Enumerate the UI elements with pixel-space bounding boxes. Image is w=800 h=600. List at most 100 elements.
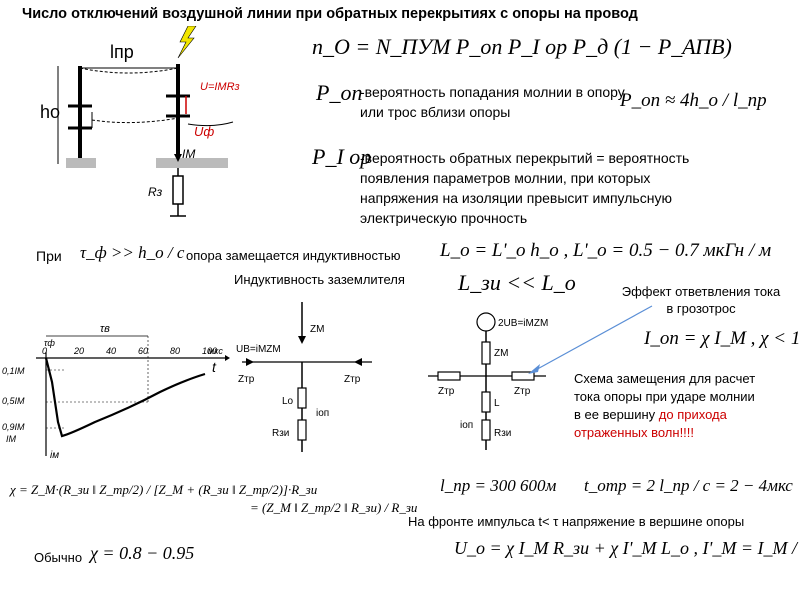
p-ior-desc-line-3: напряжения на изоляции превысит импульсн…: [360, 190, 672, 206]
im-arrow-icon: [174, 154, 182, 162]
level-label-2: 0,5IM: [2, 396, 25, 406]
waveform-tick-label: 20: [73, 346, 84, 356]
uf-label: Uф: [194, 124, 214, 139]
i-axis-label: iм: [50, 450, 59, 461]
p-ior-desc-line: -вероятность обратных перекрытий = вероя…: [360, 150, 690, 166]
c1-ztr-left: Zтр: [238, 374, 255, 385]
iop-formula: I_оп = χ I_M , χ < 1: [644, 328, 800, 349]
arrow-down-icon: [298, 336, 306, 344]
effect-label: Эффект ответвления тока в грозотрос: [612, 283, 790, 317]
scheme-line-3: в ее вершину до прихода: [574, 406, 755, 424]
tau-f-label: τф: [44, 338, 55, 348]
waveform-ticks: 0 20 40 60 80 100: [42, 346, 217, 356]
lzi-formula: L_зи << L_o: [458, 270, 576, 295]
conductor-line: [91, 117, 179, 124]
page-title: Число отключений воздушной линии при обр…: [22, 6, 638, 22]
t-axis-label: t: [212, 359, 217, 375]
p-op-description: -вероятность попадания молнии в опору ил…: [360, 82, 625, 122]
c2-l-label: L: [494, 398, 500, 409]
waveform-tick-label: 80: [170, 346, 180, 356]
c2-u2-label: 2UB=iMZM: [498, 318, 548, 329]
effect-label-line: Эффект ответвления тока: [621, 284, 781, 299]
p-ior-symbol: P_I ор: [312, 144, 372, 169]
resistor-rzi-icon-2: [481, 419, 491, 441]
lightning-icon: [177, 26, 197, 59]
rz-label: Rз: [148, 185, 163, 199]
usually-label: Обычно: [34, 550, 83, 565]
arrow-right-icon: [246, 358, 254, 366]
resistor-ztr-left-icon: [437, 371, 461, 381]
front-text: На фронте импульса t< τ напряжение в вер…: [408, 514, 745, 529]
conductor-line-right: [187, 121, 234, 127]
totr-formula: t_отр = 2 l_пр / c = 2 − 4мкс: [584, 476, 793, 495]
at-condition: τ_ф >> h_o / c: [80, 243, 185, 262]
c1-ztr-right: Zтр: [344, 374, 361, 385]
im-label: IM: [182, 147, 195, 161]
scheme-line-4: отраженных волн!!!!: [574, 425, 695, 440]
c1-lo-label: Lо: [282, 396, 294, 407]
p-op-symbol: P_оп: [316, 80, 363, 105]
unit-label: мкс: [208, 346, 223, 356]
resistor-ztr-right-icon: [511, 371, 535, 381]
waveform-tick-label: 0: [42, 346, 47, 356]
scheme-line-3b: до прихода: [658, 407, 727, 422]
ho-label: hо: [40, 102, 60, 122]
c2-rzi-label: Rзи: [494, 428, 511, 439]
chi-formula-left: χ = Z_M·(R_зи ‖ Z_тр/2) / [Z_M + (R_зи ‖…: [10, 482, 318, 497]
at-label: При: [36, 248, 62, 264]
chi-formula-right: = (Z_M ‖ Z_тр/2 ‖ R_зи) / R_зи: [250, 500, 418, 515]
lo-formula: L_o = L'_o h_o , L'_o = 0.5 − 0.7 мкГн /…: [440, 240, 772, 261]
voltage-source-icon: [476, 312, 496, 332]
c1-iop-label: iоп: [316, 408, 329, 419]
tau-v-label: τв: [100, 323, 110, 335]
lpr-label: lпр: [110, 42, 134, 62]
p-ior-desc-line-2: появления параметров молнии, при которых: [360, 170, 651, 186]
scheme-description: Схема замещения для расчет тока опоры пр…: [574, 370, 755, 442]
inductor-l-icon: [481, 391, 491, 413]
c1-ub-label: UB=iMZM: [236, 344, 281, 355]
scheme-line-3a: в ее вершину: [574, 407, 659, 422]
resistor-rz-icon: [172, 175, 184, 205]
level-label-1: 0,1IM: [2, 366, 25, 376]
resistor-rzi-icon: [297, 419, 307, 441]
scheme-line-1: Схема замещения для расчет: [574, 371, 756, 386]
resistor-zm-icon: [481, 341, 491, 365]
ground-wire: [79, 67, 179, 74]
arrow-left-icon: [354, 358, 362, 366]
right-ground: [156, 158, 228, 168]
im-level-label: IM: [6, 434, 17, 444]
waveform-curve: [44, 357, 206, 438]
c2-iop-label: iоп: [460, 420, 473, 431]
usually-formula: χ = 0.8 − 0.95: [90, 543, 195, 563]
level-label-3: 0,9IM: [2, 422, 25, 432]
p-op-formula: P_оп ≈ 4h_o / l_пр: [620, 90, 767, 111]
p-ior-desc-line-4: электрическую прочность: [360, 210, 528, 226]
equivalent-circuit-2: 2UB=iMZM ZM Zтр Zтр L iоп Rзи: [428, 312, 548, 450]
c2-ztr-left: Zтр: [438, 386, 455, 397]
lpr-formula: l_пр = 300 600м: [440, 476, 557, 495]
main-formula: n_O = N_ПУМ P_оп P_I ор P_д (1 − P_АПВ): [312, 34, 732, 59]
ground-inductance-label: Индуктивность заземлителя: [234, 272, 405, 287]
left-ground: [66, 158, 96, 168]
t-axis-arrow-icon: [225, 355, 230, 361]
p-op-desc-line-2: или трос вблизи опоры: [360, 104, 511, 120]
pointer-arrow-icon: [528, 305, 653, 374]
u-eq-label: U=IMRз: [200, 81, 240, 93]
waveform-tick-label: 60: [138, 346, 148, 356]
p-op-desc-line: -вероятность попадания молнии в опору: [360, 84, 625, 100]
waveform-tick-label: 100: [202, 346, 217, 356]
uo-formula: U_o = χ I_M R_зи + χ I'_M L_o , I'_M = I…: [454, 538, 800, 558]
c1-rzi-label: Rзи: [272, 428, 289, 439]
c2-zm-label: ZM: [494, 348, 508, 359]
waveform-tick-label: 40: [106, 346, 116, 356]
p-ior-description: -вероятность обратных перекрытий = вероя…: [360, 148, 689, 228]
at-text: опора замещается индуктивностью: [186, 248, 401, 263]
effect-label-line-2: в грозотрос: [666, 301, 736, 316]
equivalent-circuit-1: ZM UB=iMZM Zтр Zтр Lо iоп Rзи: [236, 302, 372, 452]
inductor-lo-icon: [297, 387, 307, 409]
tower-diagram: lпр hо U=IMRз Uф IM Rз: [40, 26, 240, 217]
c1-zm-label: ZM: [310, 324, 324, 335]
scheme-line-2: тока опоры при ударе молнии: [574, 389, 755, 404]
c2-ztr-right: Zтр: [514, 386, 531, 397]
